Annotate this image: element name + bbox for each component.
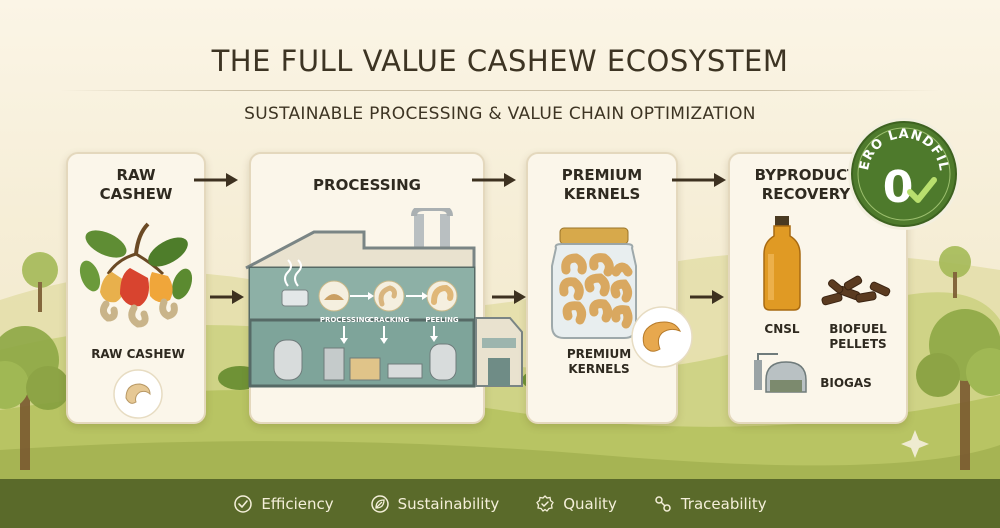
arrow-raw-to-processing-bottom xyxy=(210,290,244,304)
left-tree xyxy=(0,252,70,470)
leaf-icon xyxy=(370,494,389,513)
zero-landfill-badge: ZERO LANDFILL 0 xyxy=(846,116,960,230)
cnsl-bottle-icon xyxy=(763,216,801,311)
footer-bar: Efficiency Sustainability Quality Tracea… xyxy=(0,479,1000,528)
page-subtitle: SUSTAINABLE PROCESSING & VALUE CHAIN OPT… xyxy=(244,104,756,124)
step-label-processing: PROCESSING xyxy=(319,316,371,324)
single-kernel-icon xyxy=(631,306,693,368)
footer-item-sustainability: Sustainability xyxy=(370,494,499,514)
label-biogas: BIOGAS xyxy=(820,376,872,390)
label-raw-cashew: RAW CASHEW xyxy=(91,347,185,361)
card-title-processing: PROCESSING xyxy=(313,176,421,194)
right-tree xyxy=(916,246,1000,470)
card-title-byproduct: BYPRODUCT RECOVERY xyxy=(754,166,858,203)
page-title: THE FULL VALUE CASHEW ECOSYSTEM xyxy=(211,44,789,78)
arrow-raw-to-processing-top xyxy=(194,173,238,187)
label-premium-kernels: PREMIUM KERNELS xyxy=(566,347,632,376)
badge-check-icon xyxy=(536,494,555,512)
arrow-processing-to-kernels-bottom xyxy=(492,290,526,304)
arrow-kernels-to-byproduct-bottom xyxy=(690,290,724,304)
badge-mark: 0 xyxy=(883,162,914,213)
cashew-nut-icon xyxy=(113,369,163,419)
biofuel-pellets-icon xyxy=(821,275,891,306)
kernel-jar-illustration xyxy=(551,227,637,339)
label-cnsl: CNSL xyxy=(764,322,800,336)
footer-item-traceability: Traceability xyxy=(653,494,767,514)
card-title-kernels: PREMIUM KERNELS xyxy=(561,166,643,203)
card-raw-cashew: RAW CASHEW RAW CASHEW xyxy=(66,152,206,424)
title-divider xyxy=(60,90,940,91)
footer-item-efficiency: Efficiency xyxy=(233,494,334,514)
check-icon xyxy=(907,177,937,203)
step-label-cracking: CRACKING xyxy=(368,316,410,324)
arrow-kernels-to-byproduct-top xyxy=(672,173,726,187)
biogas-plant-icon xyxy=(754,353,807,393)
step-label-peeling: PEELING xyxy=(425,316,459,324)
footer-item-quality: Quality xyxy=(535,494,617,514)
card-title-raw: RAW CASHEW xyxy=(99,166,173,203)
label-biofuel-pellets: BIOFUEL PELLETS xyxy=(829,322,887,351)
link-chain-icon xyxy=(655,495,671,512)
check-circle-icon xyxy=(234,494,253,513)
processing-factory-illustration xyxy=(245,208,523,388)
cashew-fruit-illustration xyxy=(79,222,193,328)
arrow-processing-to-kernels-top xyxy=(472,173,516,187)
